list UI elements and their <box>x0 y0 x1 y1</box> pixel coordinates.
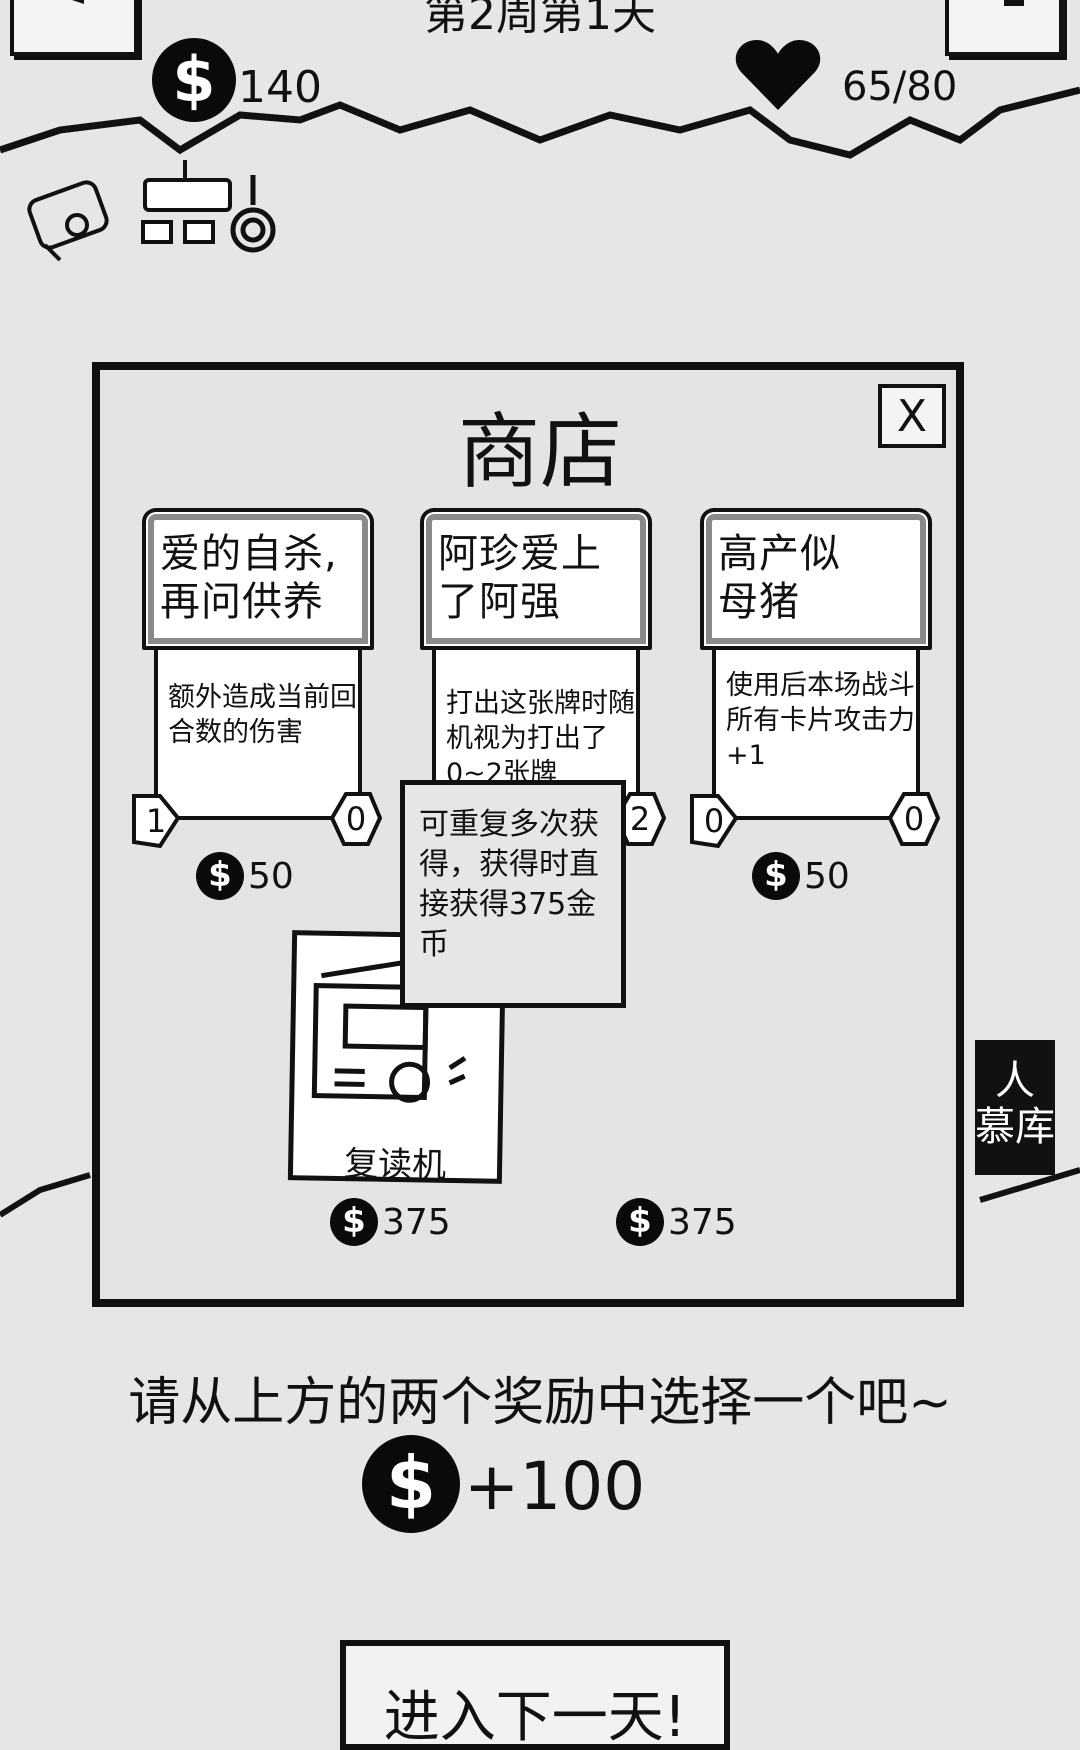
cassette-player-icon <box>311 959 467 1103</box>
card-title: 阿珍爱上 了阿强 <box>438 531 602 625</box>
coin-icon: $ <box>196 852 244 900</box>
card-title-frame <box>700 508 932 650</box>
speaker-icon <box>1004 0 1024 6</box>
card-attack-badge: 0 <box>330 790 382 848</box>
gold-count: 140 <box>238 62 322 113</box>
card-cost-badge: 0 <box>688 792 740 850</box>
week-day-title: 第2周第1天 <box>424 0 656 40</box>
reward-prompt: 请从上方的两个奖励中选择一个吧~ <box>128 1373 952 1433</box>
keyboard-relic-icon <box>141 160 232 244</box>
shop-card-1[interactable]: 爱的自杀, 再问供养 额外造成当前回合数的伤害 1 0 <box>132 508 382 860</box>
item-tooltip: 可重复多次获得，获得时直接获得375金币 <box>400 780 626 1008</box>
arrow-left-icon <box>72 0 84 4</box>
item-2-price: $ 375 <box>616 1198 737 1246</box>
card-1-price: $ 50 <box>196 852 294 900</box>
card-description: 打出这张牌时随机视为打出了0~2张牌 <box>446 688 635 789</box>
item-1-price: $ 375 <box>330 1198 451 1246</box>
card-title: 高产似 母猪 <box>718 531 841 625</box>
robot-relic-icon <box>27 180 109 262</box>
next-day-button[interactable]: 进入下一天! <box>340 1640 730 1750</box>
shop-title: 商店 <box>457 405 622 500</box>
card-title-frame <box>420 508 652 650</box>
card-description: 额外造成当前回合数的伤害 <box>168 682 357 748</box>
close-button[interactable]: X <box>878 384 946 448</box>
card-attack-badge: 0 <box>888 790 940 848</box>
card-title: 爱的自杀, 再问供养 <box>160 531 338 625</box>
reward-coin-icon: $ <box>362 1435 460 1533</box>
sound-button[interactable] <box>945 0 1063 56</box>
side-tab-deck[interactable]: 人 慕库 <box>975 1040 1055 1175</box>
card-3-price: $ 50 <box>752 852 850 900</box>
close-icon: X <box>896 390 928 442</box>
card-title-frame <box>142 508 374 650</box>
card-attack-badge: 2 <box>614 790 666 848</box>
relic-icons <box>27 160 276 262</box>
heart-icon <box>735 40 821 110</box>
back-button[interactable] <box>10 0 138 56</box>
background-scribbles <box>0 86 1080 1218</box>
hp-count: 65/80 <box>842 64 958 110</box>
next-day-label: 进入下一天! <box>383 1685 687 1750</box>
gold-coin-icon: $ <box>152 38 236 122</box>
reward-amount[interactable]: +100 <box>464 1448 646 1525</box>
coin-icon: $ <box>752 852 800 900</box>
card-description-frame: 额外造成当前回合数的伤害 <box>154 650 362 820</box>
coin-icon: $ <box>330 1198 378 1246</box>
shop-item-repeater[interactable]: 复读机 <box>287 930 507 1186</box>
card-cost-badge: 1 <box>130 792 182 850</box>
card-description-frame: 使用后本场战斗所有卡片攻击力+1 <box>712 650 920 820</box>
coin-icon: $ <box>616 1198 664 1246</box>
tooltip-text: 可重复多次获得，获得时直接获得375金币 <box>419 807 599 962</box>
ring-relic-icon <box>230 175 276 253</box>
card-description: 使用后本场战斗所有卡片攻击力+1 <box>726 670 915 771</box>
item-name: 复读机 <box>343 1144 447 1186</box>
shop-card-3[interactable]: 高产似 母猪 使用后本场战斗所有卡片攻击力+1 0 0 <box>690 508 940 860</box>
